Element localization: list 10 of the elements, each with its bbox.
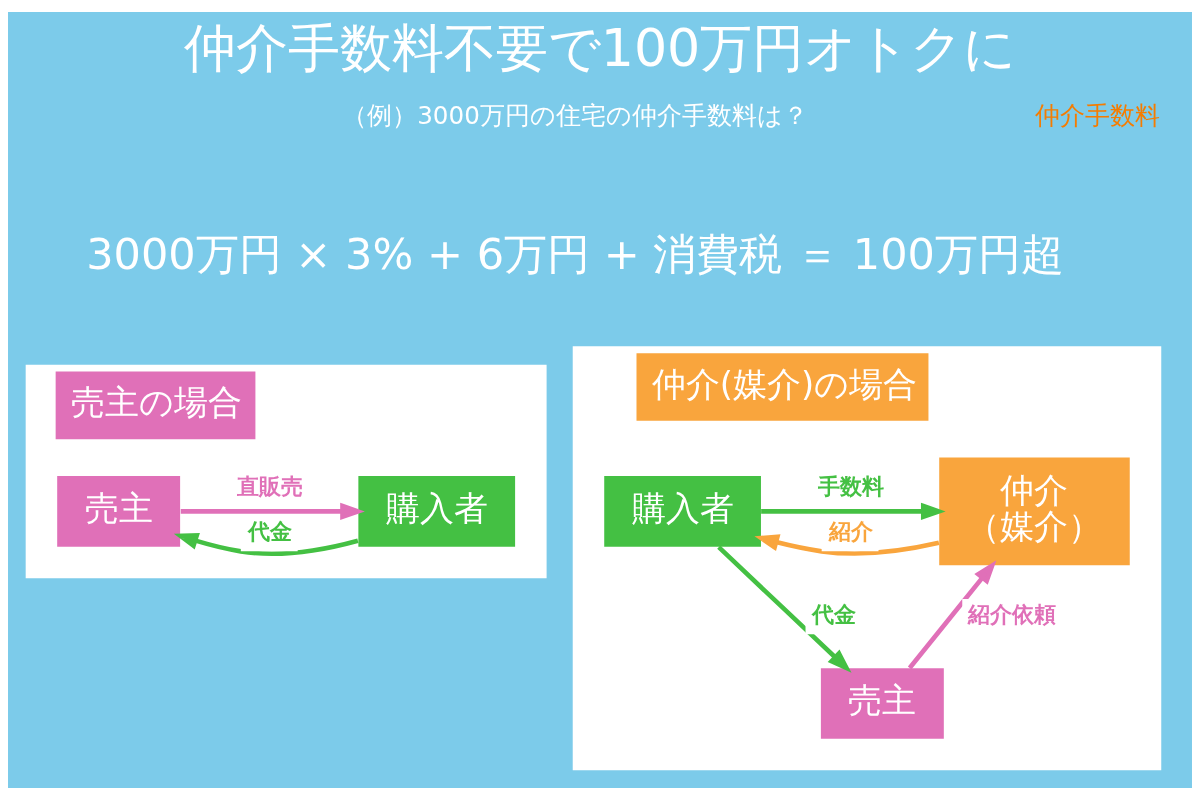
edge-label: 紹介 <box>828 518 873 544</box>
diagram-title: 仲介手数料不要で100万円オトクに <box>183 18 1017 79</box>
label: 仲介手数料 <box>1034 100 1160 130</box>
edge-label: 代金 <box>247 518 292 544</box>
edge-label: 代金 <box>812 601 857 627</box>
label: 3000万円 × 3% + 6万円 + 消費税 ＝ 100万円超 <box>86 229 1064 280</box>
edge-label: 紹介依頼 <box>968 601 1057 627</box>
edge-label: 手数料 <box>817 474 884 500</box>
label: （例）3000万円の住宅の仲介手数料は？ <box>342 100 808 130</box>
edge-label: 直販売 <box>236 474 303 500</box>
